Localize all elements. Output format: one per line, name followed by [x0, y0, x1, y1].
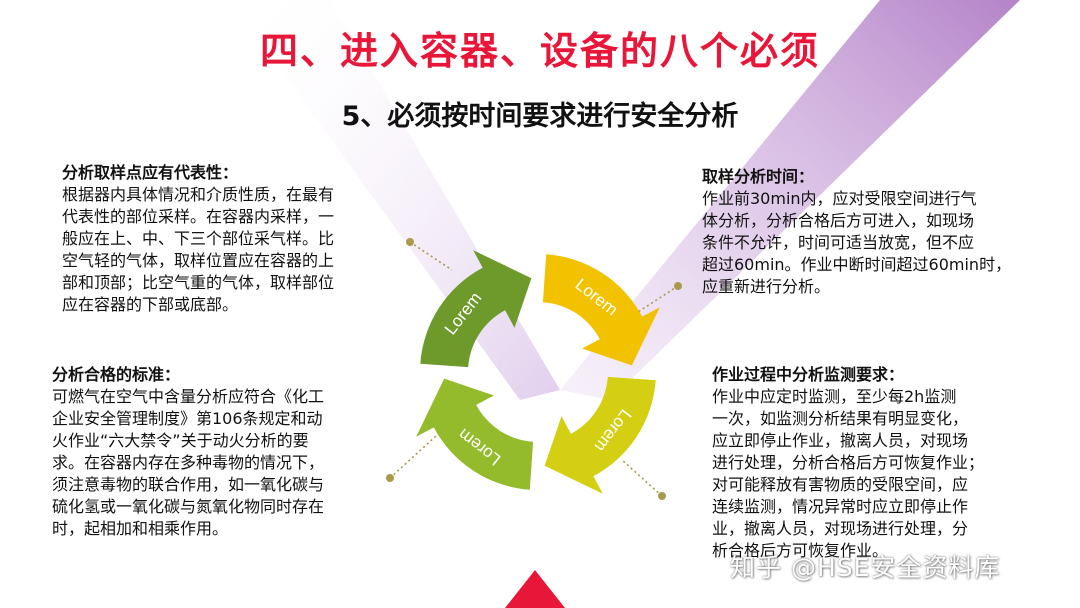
bottom-accent-triangle	[505, 570, 565, 608]
block-heading: 分析合格的标准：	[52, 365, 181, 384]
page-subtitle: 5、必须按时间要求进行安全分析	[341, 101, 739, 132]
connector-dot	[674, 282, 682, 290]
page-title: 四、进入容器、设备的八个必须	[259, 29, 820, 73]
cycle-arrow-segment	[544, 376, 656, 494]
connector-top-right	[634, 285, 679, 315]
block-body: 可燃气在空气中含量分析应符合《化工 企业安全管理制度》第106条规定和动 火作业…	[52, 387, 325, 538]
right-light-ray	[560, 0, 1020, 400]
block-body: 根据器内具体情况和介质性质，在最有 代表性的部位采样。在容器内采样，一 般应在上…	[62, 185, 335, 314]
text-block-monitoring-requirement: 作业过程中分析监测要求： 作业中应定时监测，至少每2h监测 一次，如监测分析结果…	[712, 364, 1042, 562]
connector-bottom-right	[621, 459, 663, 497]
cycle-arrow-segment	[416, 378, 534, 490]
block-heading: 分析取样点应有代表性：	[62, 163, 239, 182]
connector-dot	[406, 238, 414, 246]
text-block-sampling-point: 分析取样点应有代表性： 根据器内具体情况和介质性质，在最有 代表性的部位采样。在…	[62, 162, 382, 316]
cycle-arrow-segment	[420, 250, 532, 368]
connector-dot	[658, 492, 666, 500]
text-block-sampling-time: 取样分析时间： 作业前30min内，应对受限空间进行气 体分析，分析合格后方可进…	[702, 166, 1052, 298]
block-body: 作业前30min内，应对受限空间进行气 体分析，分析合格后方可进入，如现场 条件…	[702, 189, 1012, 296]
cycle-arrow-segment	[542, 254, 660, 366]
connector-top-left	[409, 241, 453, 271]
block-heading: 作业过程中分析监测要求：	[712, 365, 905, 384]
connector-dot	[386, 474, 394, 482]
connector-bottom-left	[389, 435, 437, 479]
watermark: 知乎 @HSE安全资料库	[730, 553, 1001, 582]
block-heading: 取样分析时间：	[702, 167, 815, 186]
text-block-qualification-standard: 分析合格的标准： 可燃气在空气中含量分析应符合《化工 企业安全管理制度》第106…	[52, 364, 372, 540]
block-body: 作业中应定时监测，至少每2h监测 一次，如监测分析结果有明显变化， 应立即停止作…	[712, 387, 985, 560]
